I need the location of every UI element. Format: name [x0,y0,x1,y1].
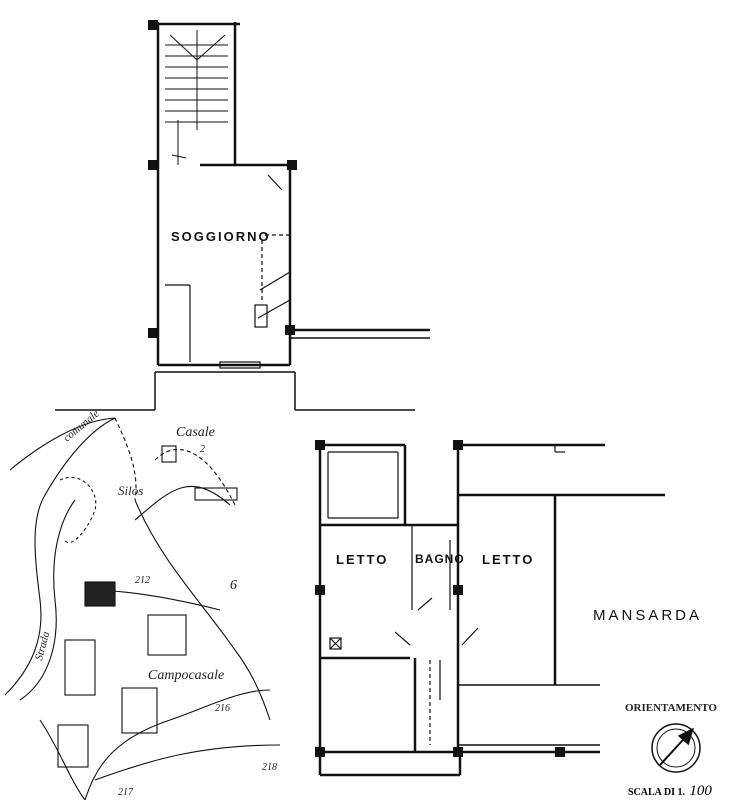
floor-label-mansarda: MANSARDA [593,607,703,624]
parcel-label: 218 [262,762,277,773]
room-label-soggiorno: SOGGIORNO [171,229,271,244]
site-label-casale: Casale [176,425,215,440]
scale-text: SCALA DI 1. [628,787,685,798]
site-label-campocasale: Campocasale [148,668,225,683]
site-label-casale-number: 2 [200,444,205,455]
wall-posts [148,20,565,757]
compass-rose [651,723,701,773]
room-label-letto-2: LETTO [482,552,535,567]
scale-value: 100 [689,783,712,799]
scale-label: SCALA DI 1. 100 [628,782,712,800]
room-label-letto-1: LETTO [336,552,389,567]
site-label-silos: Silos [118,483,144,498]
parcel-label: 212 [135,575,150,586]
parcel-label: 216 [215,703,230,714]
site-map [4,417,281,800]
room-label-bagno: BAGNO [415,552,465,566]
parcel-label: 217 [118,787,133,798]
mansarda-floor-plan [318,443,665,777]
orientation-label: ORIENTAMENTO [625,702,717,714]
upper-floor-plan [55,22,430,411]
parcel-label: 6 [230,578,237,593]
